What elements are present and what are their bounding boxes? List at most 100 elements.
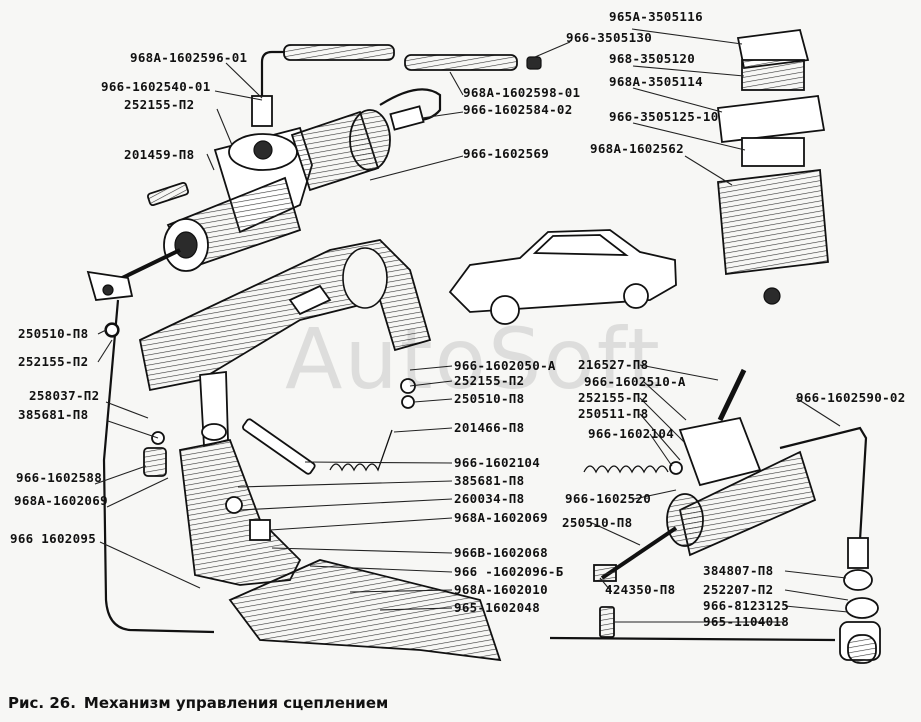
part-label: 385681-П8 bbox=[18, 407, 88, 422]
nut-center bbox=[400, 378, 416, 394]
part-label: 968A-1602598-01 bbox=[463, 85, 580, 100]
washer-left bbox=[105, 323, 119, 337]
push-rod bbox=[117, 248, 181, 282]
pedal-pad-plate bbox=[228, 559, 502, 662]
reservoir-collar bbox=[717, 95, 826, 143]
reservoir-cap-top bbox=[736, 29, 810, 69]
part-label: 968A-1602069 bbox=[14, 493, 108, 508]
part-label: 965A-3505116 bbox=[609, 9, 703, 24]
part-label: 966-1602050-A bbox=[454, 358, 556, 373]
reservoir-cap bbox=[741, 59, 805, 91]
part-label: 968A-1602010 bbox=[454, 582, 548, 597]
part-label: 252155-П2 bbox=[578, 390, 648, 405]
part-label: 966-1602520 bbox=[565, 491, 651, 506]
rear-cap bbox=[349, 109, 391, 171]
part-label: 201459-П8 bbox=[124, 147, 194, 162]
hose-middle bbox=[404, 54, 518, 71]
pedal-rod bbox=[102, 299, 215, 634]
part-label: 965-1104018 bbox=[703, 614, 789, 629]
caption-prefix: Рис. 26. bbox=[8, 694, 76, 712]
part-label: 968A-1602596-01 bbox=[130, 50, 247, 65]
cylinder-bore bbox=[174, 231, 198, 259]
slave-line bbox=[779, 426, 868, 541]
bolt bbox=[147, 181, 189, 207]
return-spring bbox=[329, 429, 393, 472]
leader-lines bbox=[94, 28, 849, 623]
part-label: 966 1602095 bbox=[10, 531, 96, 546]
lock-washer bbox=[845, 597, 879, 619]
clutch-mechanism-drawing: 968A-1602596-01 966-1602540-01 252155-П2… bbox=[10, 9, 906, 664]
reservoir-outlet bbox=[763, 287, 781, 305]
part-label: 258037-П2 bbox=[29, 388, 99, 403]
bleeder-fitting bbox=[847, 537, 869, 569]
part-label: 968-3505120 bbox=[609, 51, 695, 66]
sleeve bbox=[599, 606, 615, 638]
rod-adjuster bbox=[593, 564, 617, 582]
part-label: 252207-П2 bbox=[703, 582, 773, 597]
car-wheel-front bbox=[490, 295, 520, 325]
part-label: 385681-П8 bbox=[454, 473, 524, 488]
pedal-sleeve bbox=[249, 519, 271, 541]
part-label: 966-1602584-02 bbox=[463, 102, 573, 117]
car-windows bbox=[532, 234, 629, 256]
part-label: 966-1602540-01 bbox=[101, 79, 211, 94]
slave-spring bbox=[583, 465, 669, 474]
stud bbox=[717, 368, 747, 422]
part-label: 966-1602510-A bbox=[584, 374, 686, 389]
part-label: 968A-1602562 bbox=[590, 141, 684, 156]
boss-port bbox=[253, 140, 273, 160]
reservoir-body bbox=[717, 168, 829, 276]
part-label: 250510-П8 bbox=[454, 391, 524, 406]
feed-tube bbox=[260, 50, 285, 98]
bushing-left bbox=[143, 447, 167, 477]
part-label: 201466-П8 bbox=[454, 420, 524, 435]
car-wheel-rear bbox=[623, 283, 649, 309]
figure-caption: Рис. 26. Механизм управления сцеплением bbox=[8, 694, 396, 712]
part-label: 384807-П8 bbox=[703, 563, 773, 578]
part-label: 252155-П2 bbox=[124, 97, 194, 112]
part-label: 966-1602588 bbox=[16, 470, 102, 485]
part-label: 250510-П8 bbox=[562, 515, 632, 530]
bottom-rod bbox=[549, 636, 836, 642]
nut-upper bbox=[843, 569, 873, 591]
fork-pin bbox=[102, 284, 114, 296]
drawing-art bbox=[86, 29, 881, 664]
part-label: 252155-П2 bbox=[454, 373, 524, 388]
ball-joint bbox=[847, 634, 877, 664]
part-label: 968A-1602069 bbox=[454, 510, 548, 525]
part-labels: 968A-1602596-01 966-1602540-01 252155-П2… bbox=[10, 9, 906, 629]
part-label: 966B-1602068 bbox=[454, 545, 548, 560]
part-label: 966-3505130 bbox=[566, 30, 652, 45]
union-fitting bbox=[251, 95, 273, 127]
pivot-bolt bbox=[242, 418, 316, 475]
part-label: 424350-П8 bbox=[605, 582, 675, 597]
caption-title: Механизм управления сцеплением bbox=[83, 694, 389, 712]
part-label: 250511-П8 bbox=[578, 406, 648, 421]
part-label: 260034-П8 bbox=[454, 491, 524, 506]
part-label: 966-1602590-02 bbox=[796, 390, 906, 405]
slave-end bbox=[666, 493, 704, 547]
washer-center bbox=[401, 395, 415, 409]
part-label: 966-1602104 bbox=[454, 455, 540, 470]
bracket-flange bbox=[288, 284, 332, 316]
part-label: 966-1602569 bbox=[463, 146, 549, 161]
part-label: 252155-П2 bbox=[18, 354, 88, 369]
part-label: 966-1602104 bbox=[588, 426, 674, 441]
line-nut bbox=[389, 105, 425, 131]
part-label: 966 -1602096-Б bbox=[454, 564, 564, 579]
part-label: 966-8123125 bbox=[703, 598, 789, 613]
hose-upper bbox=[283, 44, 395, 61]
washer-right bbox=[669, 461, 683, 475]
hose-clamp bbox=[526, 56, 542, 70]
part-label: 968A-3505114 bbox=[609, 74, 703, 89]
part-label: 216527-П8 bbox=[578, 357, 648, 372]
part-label: 250510-П8 bbox=[18, 326, 88, 341]
reservoir-neck bbox=[741, 137, 805, 167]
bushing bbox=[225, 496, 243, 514]
slave-mount bbox=[678, 416, 762, 487]
part-label: 965-1602048 bbox=[454, 600, 540, 615]
bracket-ear bbox=[201, 423, 227, 441]
pedal-arm bbox=[179, 438, 302, 586]
part-label: 966-3505125-10 bbox=[609, 109, 719, 124]
